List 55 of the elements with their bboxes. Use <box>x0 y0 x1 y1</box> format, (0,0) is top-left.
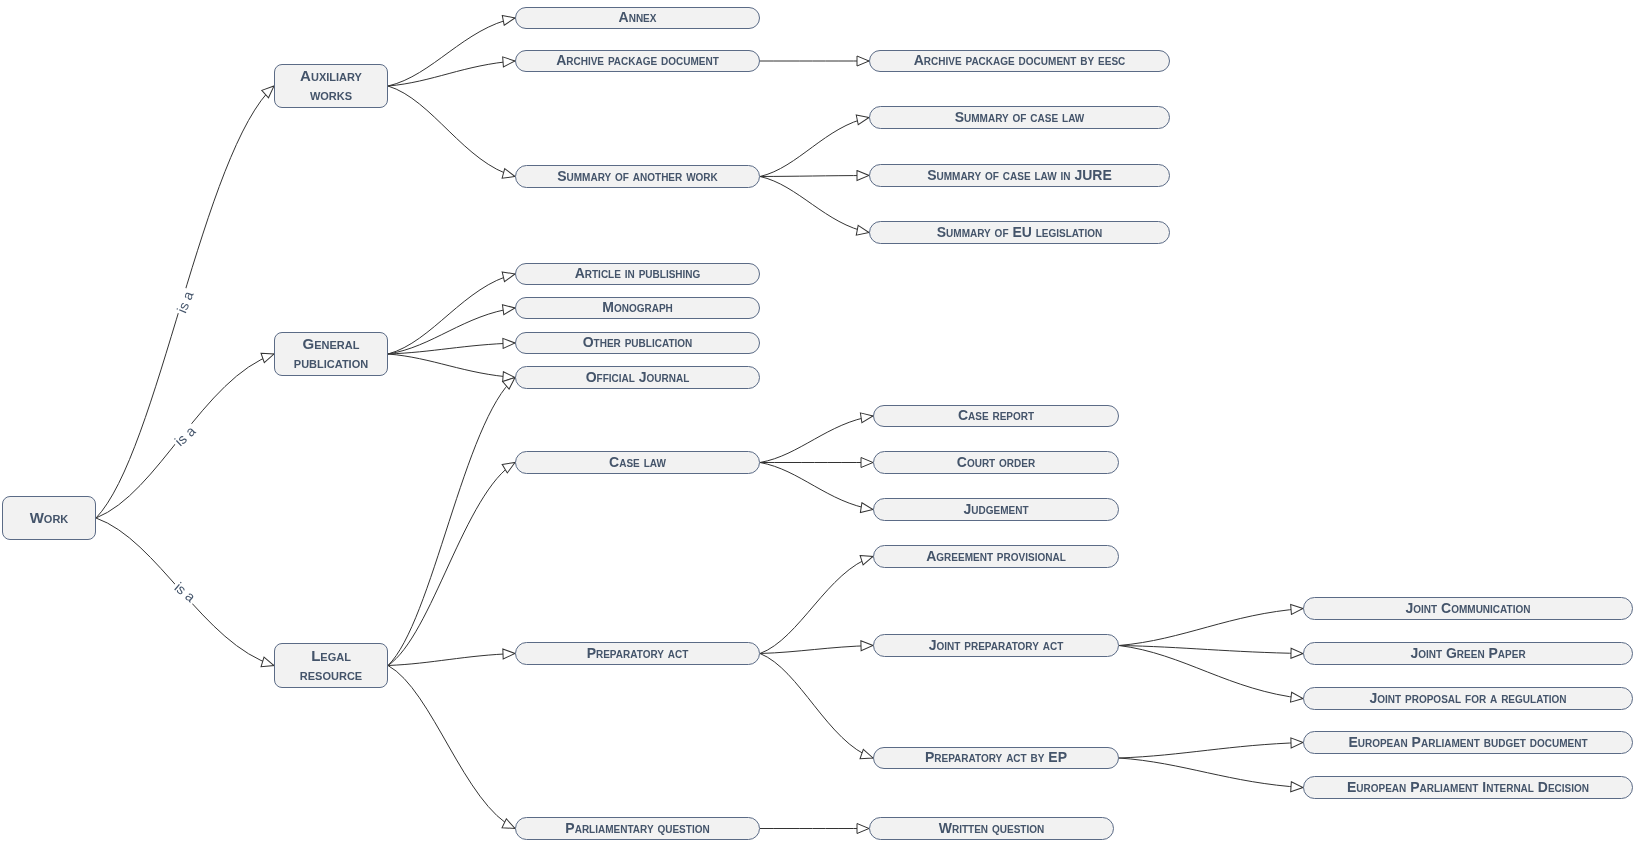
class-pill: Parliamentary question <box>515 817 760 840</box>
arrow <box>759 653 874 759</box>
class-pill: Joint Green Paper <box>1303 642 1633 665</box>
arrow <box>387 353 516 382</box>
class-pill: Court order <box>873 451 1119 474</box>
class-pill: Summary of case law <box>869 106 1170 129</box>
arrow <box>387 56 516 87</box>
arrow <box>759 640 874 654</box>
class-pill: Joint Communication <box>1303 597 1633 620</box>
arrow <box>759 556 874 654</box>
class-pill: Archive package document by eesc <box>869 50 1170 72</box>
arrow <box>759 170 870 182</box>
arrow <box>1118 757 1304 793</box>
arrow <box>387 648 516 666</box>
arrow <box>759 55 870 67</box>
class-pill: Case report <box>873 405 1119 427</box>
arrow <box>95 353 275 519</box>
arrow <box>95 85 275 519</box>
arrow <box>387 665 516 829</box>
arrow <box>1118 737 1304 759</box>
class-pill: Judgement <box>873 498 1119 521</box>
arrow <box>759 413 874 463</box>
class-pill: Summary of case law in JURE <box>869 164 1170 187</box>
arrow <box>759 115 870 177</box>
arrow <box>1118 645 1304 703</box>
class-pill: Article in publishing <box>515 263 760 285</box>
class-pill: Preparatory act <box>515 642 760 665</box>
class-box: General publication <box>274 332 388 376</box>
class-pill: Archive package document <box>515 50 760 72</box>
class-pill: Preparatory act by EP <box>873 747 1119 769</box>
class-pill: Agreement provisional <box>873 545 1119 568</box>
arrow <box>759 823 870 834</box>
class-pill: Joint proposal for a regulation <box>1303 687 1633 710</box>
class-box: Legal resource <box>274 643 388 688</box>
class-pill: Official Journal <box>515 366 760 389</box>
arrow <box>759 462 874 513</box>
arrow <box>387 338 516 355</box>
class-pill: Monograph <box>515 297 760 319</box>
class-pill: Annex <box>515 7 760 29</box>
class-pill: Summary of another work <box>515 165 760 188</box>
class-pill: Written question <box>869 817 1114 840</box>
class-pill: Joint preparatory act <box>873 634 1119 657</box>
class-pill: Other publication <box>515 332 760 354</box>
class-box: Work <box>2 496 96 540</box>
arrow <box>95 517 275 667</box>
class-pill: European Parliament budget document <box>1303 731 1633 754</box>
arrow <box>387 462 516 666</box>
class-pill: Case law <box>515 451 760 474</box>
arrow <box>759 176 870 235</box>
arrow <box>387 85 516 178</box>
class-box: Auxiliary works <box>274 64 388 108</box>
class-pill: Summary of EU legislation <box>869 221 1170 244</box>
edge-label: is a <box>173 287 197 317</box>
arrow <box>387 377 516 666</box>
class-pill: European Parliament Internal Decision <box>1303 776 1633 799</box>
